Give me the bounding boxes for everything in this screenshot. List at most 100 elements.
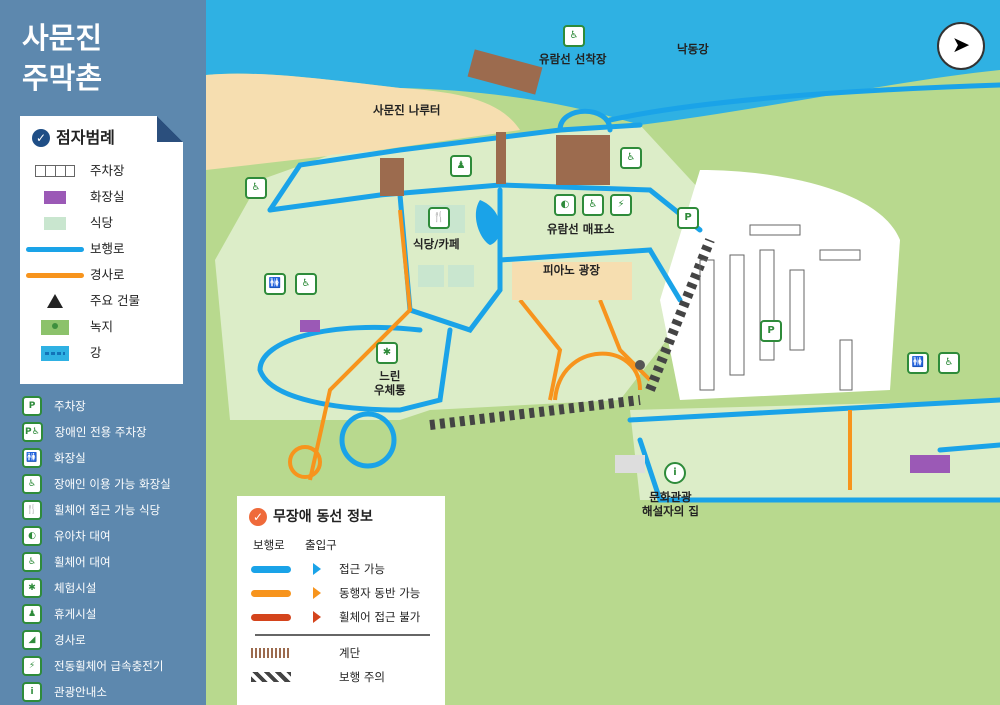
north-compass-icon: ➤ <box>937 22 985 70</box>
legend-item: 경사로 <box>20 262 183 288</box>
wheelchair-rental-icon: ♿ <box>22 552 42 572</box>
legend-item: 녹지 <box>20 314 183 340</box>
label-line: 문화관광 <box>649 490 692 504</box>
ramp-icon[interactable]: ♿ <box>620 147 642 169</box>
wheelchair-rental-icon[interactable]: ♿ <box>582 194 604 216</box>
icon-legend-item: i 관광안내소 <box>22 679 202 705</box>
route-legend-heading: ✓무장애 동선 정보 <box>249 506 373 528</box>
legend-heading: ✓점자범례 <box>32 126 115 150</box>
wheelchair-charger-icon[interactable]: ⚡ <box>610 194 632 216</box>
experience-facility-icon[interactable]: ✱ <box>376 342 398 364</box>
parking-icon: P <box>22 396 42 416</box>
restroom-icon[interactable]: 🚻 <box>907 352 929 374</box>
label-line: 느린 <box>379 369 401 383</box>
path-swatch <box>251 589 291 597</box>
legend-label: 화장실 <box>90 189 125 204</box>
legend-item: 주차장 <box>20 158 183 184</box>
legend-item: 식당 <box>20 210 183 236</box>
building <box>615 455 645 473</box>
river-wave-icon <box>41 345 69 361</box>
ramp-icon[interactable]: ♿ <box>563 25 585 47</box>
legend-card: ✓점자범례 주차장 화장실 식당 보행로 경사로 주요 건물 녹지 강 <box>20 116 183 384</box>
icon-legend-item: ♿ 휠체어 대여 <box>22 549 202 575</box>
label-restaurant: 식당/카페 <box>413 237 460 251</box>
route-label: 동행자 동반 가능 <box>339 586 421 600</box>
restaurant-rect-icon <box>44 216 66 230</box>
icon-legend-item: ♿ 장애인 이용 가능 화장실 <box>22 471 202 497</box>
page-fold <box>157 116 183 142</box>
label-ferry: 사문진 나루터 <box>373 103 441 117</box>
icon-legend-label: 관광안내소 <box>54 685 107 699</box>
icon-legend-item: 🚻화장실 <box>22 445 202 471</box>
entrance-triangle-icon <box>313 563 321 575</box>
parking-stalls <box>699 224 861 391</box>
accessible-restroom-icon: ♿ <box>22 474 42 494</box>
stroller-rental-icon: ◐ <box>22 526 42 546</box>
info-icon: i <box>22 682 42 702</box>
caution-swatch <box>251 672 291 682</box>
dock <box>467 49 543 95</box>
column-path: 보행로 <box>253 538 285 552</box>
accessible-restroom-icon[interactable]: ♿ <box>295 273 317 295</box>
label-river: 낙동강 <box>677 42 709 56</box>
icon-legend-label: 휠체어 대여 <box>54 555 111 569</box>
route-row-companion: 동행자 동반 가능 <box>251 582 445 604</box>
label-piano-plaza: 피아노 광장 <box>543 263 600 277</box>
parking-icon[interactable]: P <box>760 320 782 342</box>
title-line-1: 사문진 <box>22 21 103 55</box>
icon-legend-label: 휠체어 접근 가능 식당 <box>54 503 161 517</box>
icon-legend-item: ◢경사로 <box>22 627 202 653</box>
accessible-restroom-icon[interactable]: ♿ <box>938 352 960 374</box>
triangle-icon <box>47 294 63 308</box>
building-marker <box>635 360 645 370</box>
column-entrance: 출입구 <box>305 538 337 552</box>
icon-legend-item: 🍴 휠체어 접근 가능 식당 <box>22 497 202 523</box>
legend-item: 화장실 <box>20 184 183 210</box>
accessible-restaurant-icon[interactable]: 🍴 <box>428 207 450 229</box>
icon-legend-label: 전동휠체어 급속충전기 <box>54 659 164 673</box>
icon-legend-label: 유아차 대여 <box>54 529 111 543</box>
path-swatch <box>251 565 291 573</box>
check-icon: ✓ <box>32 129 50 147</box>
page-title: 사문진 주막촌 <box>22 18 192 98</box>
stairs-swatch <box>251 648 291 658</box>
restroom-icon[interactable]: 🚻 <box>264 273 286 295</box>
accessible-restaurant-icon: 🍴 <box>22 500 42 520</box>
label-ticket-office: 유람선 매표소 <box>547 222 615 236</box>
accessible-parking-icon[interactable]: P <box>677 207 699 229</box>
route-row-accessible: 접근 가능 <box>251 558 445 580</box>
route-legend: ✓무장애 동선 정보 보행로 출입구 접근 가능 동행자 동반 가능 휠체어 접… <box>237 496 445 705</box>
route-row-inaccessible: 휠체어 접근 불가 <box>251 606 445 628</box>
legend-label: 녹지 <box>90 319 114 334</box>
icon-legend-label: 휴게시설 <box>54 607 97 621</box>
icon-legend-item: ♟ 휴게시설 <box>22 601 202 627</box>
route-label: 보행 주의 <box>339 670 385 684</box>
rest-facility-icon[interactable]: ♟ <box>450 155 472 177</box>
stroller-rental-icon[interactable]: ◐ <box>554 194 576 216</box>
legend-label: 주차장 <box>90 163 125 178</box>
ramp-icon[interactable]: ♿ <box>245 177 267 199</box>
title-line-2: 주막촌 <box>22 61 103 95</box>
legend-label: 경사로 <box>90 267 125 282</box>
entrance-triangle-icon <box>313 587 321 599</box>
label-dock: 유람선 선착장 <box>539 52 607 66</box>
legend-label: 주요 건물 <box>90 293 140 308</box>
toilet-rect-icon <box>44 190 66 204</box>
label-line: 우체통 <box>374 383 406 397</box>
path-swatch <box>251 613 291 621</box>
legend-item: 주요 건물 <box>20 288 183 314</box>
info-icon[interactable]: i <box>664 462 686 484</box>
accessible-parking-icon: P♿ <box>22 422 43 442</box>
icon-legend-label: 장애인 이용 가능 화장실 <box>54 477 171 491</box>
icon-legend-item: ◐ 유아차 대여 <box>22 523 202 549</box>
restroom-icon: 🚻 <box>22 448 42 468</box>
icon-legend-item: ⚡전동휠체어 급속충전기 <box>22 653 202 679</box>
icon-legend-label: 경사로 <box>54 633 86 647</box>
rest-facility-icon: ♟ <box>22 604 42 624</box>
legend-label: 강 <box>90 345 102 360</box>
ramps <box>288 209 852 490</box>
